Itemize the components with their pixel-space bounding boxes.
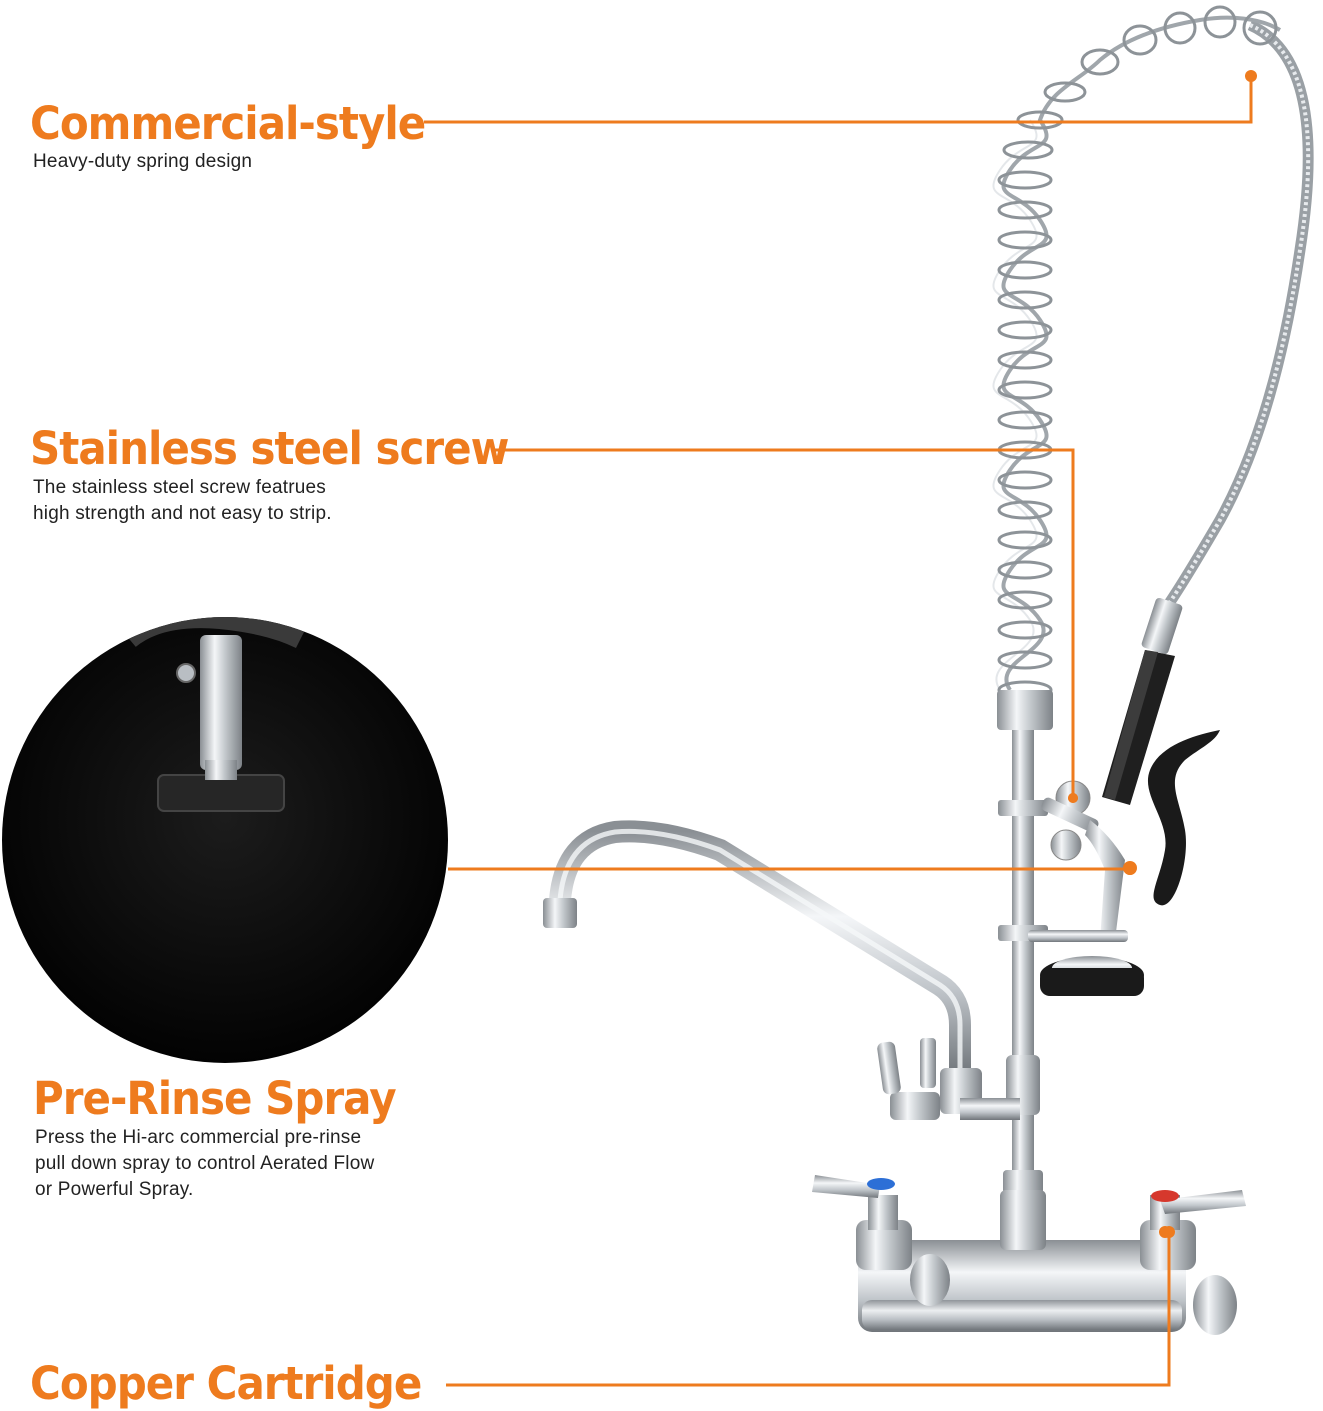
feature-title-commercial-style: Commercial-style bbox=[30, 96, 426, 150]
spray-valve bbox=[1028, 597, 1220, 996]
callout-line-commercial-style bbox=[424, 78, 1253, 124]
callout-line-stainless-steel-screw bbox=[492, 448, 1075, 798]
feature-title-pre-rinse-spray: Pre-Rinse Spray bbox=[33, 1071, 397, 1125]
coil-spring bbox=[992, 5, 1282, 700]
feature-desc-commercial-style: Heavy-duty spring design bbox=[33, 151, 253, 172]
feature-title-stainless-steel-screw: Stainless steel screw bbox=[30, 421, 509, 475]
spray-closeup-image bbox=[2, 617, 448, 1063]
feature-desc-pre-rinse-spray: Press the Hi-arc commercial pre-rinse pu… bbox=[35, 1127, 375, 1200]
wall-bracket bbox=[1041, 780, 1099, 861]
swing-spout bbox=[543, 820, 1020, 1120]
faucet-body bbox=[812, 1175, 1246, 1335]
feature-desc-stainless-steel-screw: The stainless steel screw featrues high … bbox=[33, 477, 332, 524]
vertical-riser bbox=[1012, 730, 1034, 1260]
callout-line-copper-cartridge bbox=[446, 1232, 1171, 1387]
callout-lines bbox=[424, 78, 1253, 1387]
feature-title-copper-cartridge: Copper Cartridge bbox=[30, 1356, 422, 1410]
